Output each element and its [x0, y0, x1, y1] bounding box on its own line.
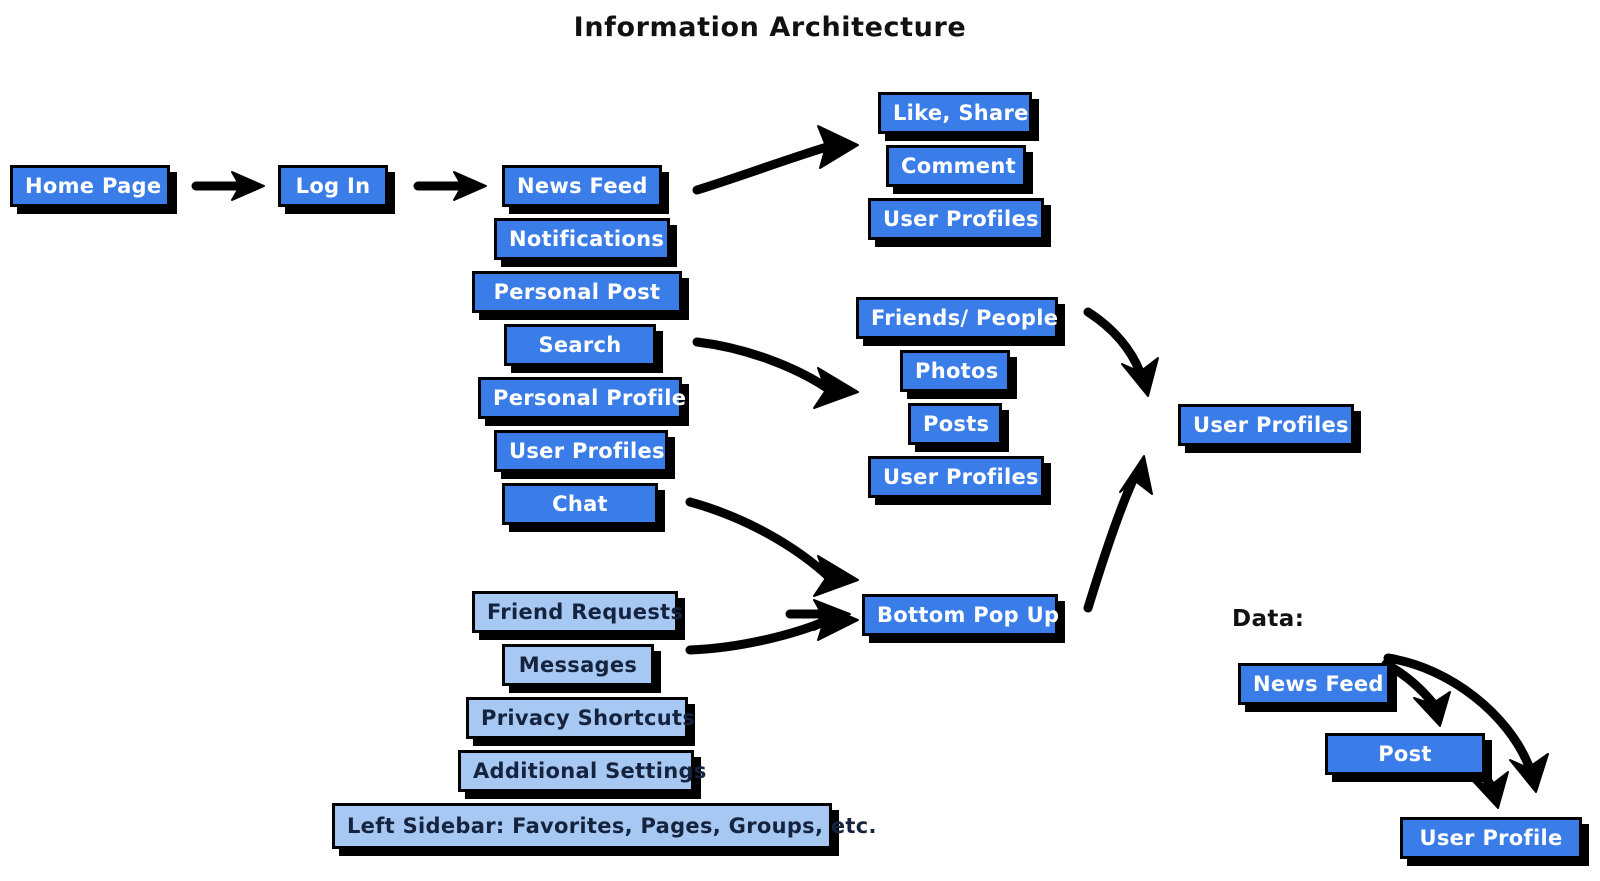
- node-messages[interactable]: Messages: [502, 644, 654, 686]
- node-user-profiles-result[interactable]: User Profiles: [1178, 404, 1354, 446]
- arrow-newsfeed-to-engagement: [692, 125, 859, 195]
- arrow-data-newsfeed-to-post: [1381, 659, 1451, 727]
- arrow-home-to-login: [191, 171, 265, 201]
- node-friend-requests[interactable]: Friend Requests: [472, 591, 683, 633]
- node-like-share[interactable]: Like, Share: [878, 92, 1032, 134]
- node-user-profiles-engagement[interactable]: User Profiles: [868, 198, 1044, 240]
- node-user-profiles-search[interactable]: User Profiles: [868, 456, 1044, 498]
- node-search[interactable]: Search: [504, 324, 656, 366]
- node-additional-settings[interactable]: Additional Settings: [458, 750, 706, 792]
- data-section-label: Data:: [1232, 606, 1305, 632]
- arrow-messages-to-popup: [685, 601, 859, 655]
- arrow-popup-to-userprofiles: [1083, 455, 1153, 613]
- arrow-friends-to-userprofiles: [1083, 307, 1159, 397]
- node-data-news-feed[interactable]: News Feed: [1238, 663, 1390, 705]
- node-privacy-shortcuts[interactable]: Privacy Shortcuts: [466, 697, 695, 739]
- node-data-user-profile[interactable]: User Profile: [1400, 817, 1582, 859]
- arrow-search-to-search-results: [692, 337, 859, 409]
- arrow-chat-to-popup: [685, 497, 859, 597]
- node-friends-people[interactable]: Friends/ People: [856, 297, 1058, 339]
- node-notifications[interactable]: Notifications: [494, 218, 670, 260]
- node-personal-post[interactable]: Personal Post: [472, 271, 682, 313]
- node-left-sidebar[interactable]: Left Sidebar: Favorites, Pages, Groups, …: [332, 803, 876, 849]
- node-personal-profile[interactable]: Personal Profile: [478, 377, 686, 419]
- node-posts[interactable]: Posts: [908, 403, 1002, 445]
- node-user-profiles-main[interactable]: User Profiles: [494, 430, 668, 472]
- arrow-friendrequests-to-popup: [785, 599, 851, 631]
- node-photos[interactable]: Photos: [900, 350, 1010, 392]
- node-data-post[interactable]: Post: [1325, 733, 1485, 775]
- node-news-feed[interactable]: News Feed: [502, 165, 662, 207]
- node-home-page[interactable]: Home Page: [10, 165, 170, 207]
- page-title: Information Architecture: [573, 12, 967, 43]
- node-comment[interactable]: Comment: [886, 145, 1026, 187]
- arrow-login-to-newsfeed: [413, 171, 487, 201]
- node-bottom-pop-up[interactable]: Bottom Pop Up: [862, 594, 1059, 636]
- node-log-in[interactable]: Log In: [278, 165, 388, 207]
- node-chat[interactable]: Chat: [502, 483, 658, 525]
